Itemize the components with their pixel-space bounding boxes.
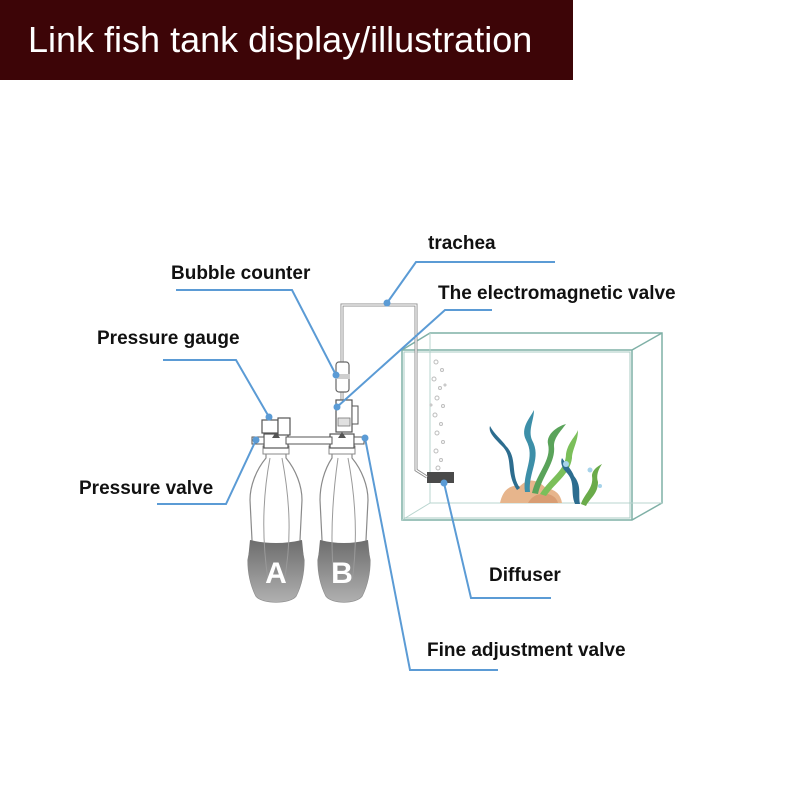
label-trachea: trachea xyxy=(428,233,496,254)
label-bubble-counter: Bubble counter xyxy=(171,263,311,284)
leader-lines xyxy=(157,261,555,671)
manifold xyxy=(251,432,365,449)
bottle-a: A xyxy=(247,445,305,603)
bubble-column xyxy=(429,359,447,471)
bottle-b: B xyxy=(317,445,371,603)
label-diffuser: Diffuser xyxy=(489,565,561,586)
trachea-tube-inner xyxy=(341,304,428,478)
pressure-gauge-device xyxy=(261,417,291,436)
label-pressure-gauge: Pressure gauge xyxy=(97,328,240,349)
title-banner: Link fish tank display/illustration xyxy=(0,0,573,80)
page-title: Link fish tank display/illustration xyxy=(28,19,533,60)
leader-dots xyxy=(252,299,448,487)
label-electromagnetic-valve: The electromagnetic valve xyxy=(438,283,676,304)
diffuser-block xyxy=(427,472,454,483)
label-fine-adjustment-valve: Fine adjustment valve xyxy=(427,640,626,661)
bottle-a-label: A xyxy=(265,557,287,590)
label-pressure-valve: Pressure valve xyxy=(79,478,213,499)
aquarium-plants xyxy=(489,410,602,506)
bottle-b-label: B xyxy=(331,557,353,590)
fish-tank xyxy=(401,332,663,521)
